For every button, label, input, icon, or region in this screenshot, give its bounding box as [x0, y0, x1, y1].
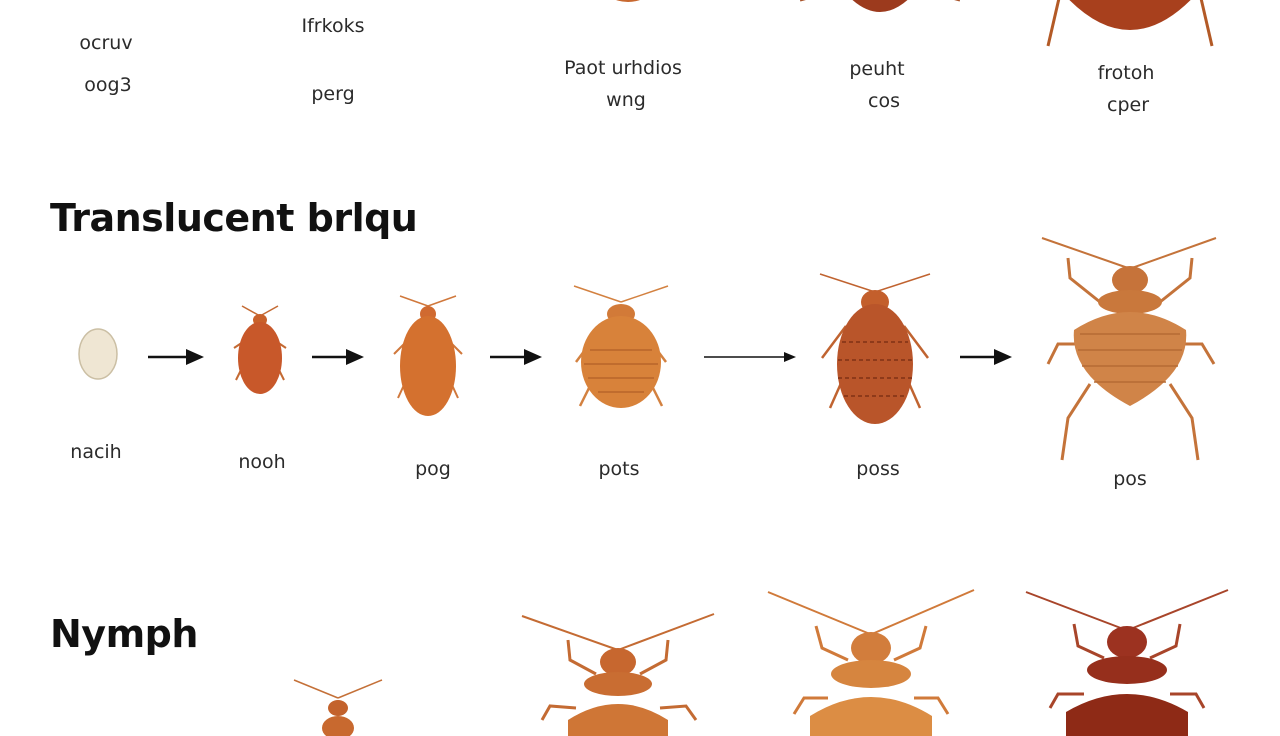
top-label-4b: cos: [868, 90, 900, 112]
top-label-3a: Paot urhdios: [564, 57, 682, 79]
bug-icon: [293, 679, 383, 736]
bug-icon: [819, 273, 931, 424]
stage-label-3: pog: [415, 458, 451, 480]
bug-icon: [1041, 237, 1217, 461]
stage-label-6: pos: [1113, 468, 1147, 490]
bug-icon: [233, 305, 287, 394]
bug-icon: [616, 0, 640, 2]
arrow-icon: [148, 349, 204, 365]
bug-icon: [1046, 0, 1214, 47]
top-label-5b: cper: [1106, 94, 1150, 116]
bug-icon: [767, 589, 975, 736]
bug-icon: [800, 0, 960, 12]
top-label-3b: wng: [606, 89, 646, 111]
stage-label-5: poss: [856, 458, 900, 480]
arrow-icon: [312, 349, 364, 365]
top-label-4a: peuht: [849, 58, 905, 80]
section-heading-translucent: Translucent brlqu: [50, 196, 418, 240]
arrow-icon: [490, 349, 542, 365]
egg-icon: [78, 328, 118, 380]
stage-label-1: nacih: [70, 441, 122, 463]
arrow-icon: [704, 352, 796, 362]
egg-icon: [70, 0, 150, 20]
top-label-5a: frotoh: [1097, 62, 1155, 84]
bug-icon: [1025, 589, 1229, 736]
top-label-1b: oog3: [84, 74, 132, 96]
top-label-1a: ocruv: [79, 32, 133, 54]
bug-icon: [393, 295, 463, 416]
stage-label-4: pots: [598, 458, 640, 480]
bug-icon: [573, 285, 669, 408]
arrow-icon: [960, 349, 1012, 365]
section-heading-nymph: Nymph: [50, 612, 198, 656]
top-label-2b: perg: [311, 83, 355, 105]
bug-icon: [521, 613, 715, 736]
stage-label-2: nooh: [238, 451, 286, 473]
top-label-2a: Ifrkoks: [301, 15, 365, 37]
